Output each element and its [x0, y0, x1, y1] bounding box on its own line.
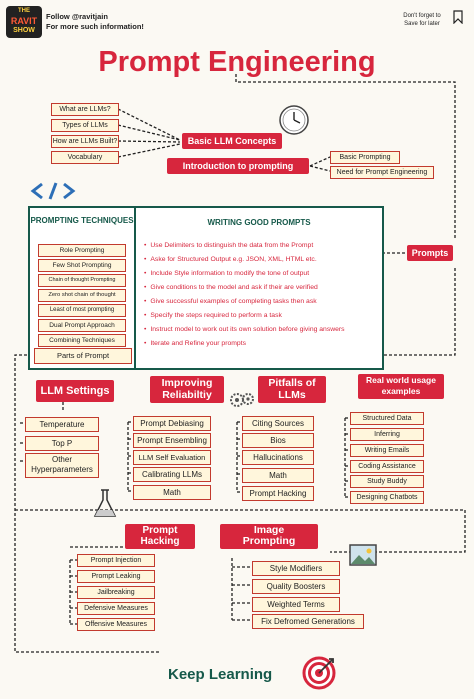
technique-item: Zero shot chain of thought	[38, 289, 126, 302]
writing-bullet: •Use Delimiters to distinguish the data …	[144, 242, 314, 249]
page-title: Prompt Engineering	[98, 46, 376, 78]
intro-item: Need for Prompt Engineering	[330, 166, 434, 179]
prompting-techniques-box: PROMPTING TECHNIQUES Role Prompting Few …	[28, 206, 384, 370]
clock-icon	[279, 105, 309, 135]
technique-item: Role Prompting	[38, 244, 126, 257]
llm-settings-item: Top P	[25, 436, 99, 451]
writing-bullet: •Instruct model to work out its own solu…	[144, 326, 345, 333]
reliability-item: Math	[133, 485, 211, 500]
save-line1: Don't forget to	[403, 13, 441, 19]
code-icon	[30, 182, 76, 200]
pitfalls-item: Hallucinations	[242, 450, 314, 465]
flask-icon	[93, 489, 117, 517]
logo-line2: RAVIT	[10, 16, 38, 26]
writing-bullet: •Iterate and Refine your prompts	[144, 340, 246, 347]
bookmark-icon[interactable]	[453, 10, 463, 24]
parts-of-prompt: Parts of Prompt	[34, 348, 132, 364]
pitfalls-item: Citing Sources	[242, 416, 314, 431]
writing-bullet: •Give successful examples of completing …	[144, 298, 317, 305]
reliability-item: Calibrating LLMs	[133, 467, 211, 482]
brand-logo: THE RAVIT SHOW	[6, 6, 42, 38]
writing-bullet: •Include Style information to modify the…	[144, 270, 310, 277]
real-world-item: Coding Assistance	[350, 460, 424, 473]
image-icon	[349, 544, 377, 566]
technique-item: Least of most prompting	[38, 304, 126, 317]
logo-line1: THE	[18, 8, 30, 14]
keep-learning: Keep Learning	[168, 666, 273, 683]
pitfalls-item: Prompt Hacking	[242, 486, 314, 501]
basic-llm-concepts: Basic LLM Concepts	[182, 133, 282, 149]
hacking-item: Prompt Injection	[77, 554, 155, 567]
llm-question-item: How are LLMs Built?	[51, 135, 119, 148]
logo-line3: SHOW	[13, 27, 35, 34]
writing-bullet: •Specify the steps required to perform a…	[144, 312, 282, 319]
image-prompting-item: Fix Defromed Generations	[252, 614, 364, 629]
reliability-item: Prompt Debiasing	[133, 416, 211, 431]
real-world-item: Writing Emails	[350, 444, 424, 457]
image-prompting-item: Style Modifiers	[252, 561, 340, 576]
technique-item: Dual Prompt Approach	[38, 319, 126, 332]
llm-settings-item: Temperature	[25, 417, 99, 432]
writing-bullet: •Give conditions to the model and ask if…	[144, 284, 318, 291]
techniques-heading: PROMPTING TECHNIQUES	[30, 216, 134, 225]
writing-bullet: •Aske for Structured Output e.g. JSON, X…	[144, 256, 317, 263]
save-line2: Save for later	[404, 21, 440, 27]
llm-question-item: Types of LLMs	[51, 119, 119, 132]
intro-item: Basic Prompting	[330, 151, 400, 164]
real-world-item: Structured Data	[350, 412, 424, 425]
hacking-item: Defensive Measures	[77, 602, 155, 615]
llm-question-item: What are LLMs?	[51, 103, 119, 116]
hacking-item: Offensive Measures	[77, 618, 155, 631]
target-icon	[302, 656, 336, 690]
real-world-item: Inferring	[350, 428, 424, 441]
save-note: Don't forget to Save for later	[392, 12, 452, 28]
hacking-item: Jailbreaking	[77, 586, 155, 599]
writing-heading: WRITING GOOD PROMPTS	[207, 218, 311, 227]
technique-item: Combining Techniques	[38, 334, 126, 347]
image-prompting-item: Quality Boosters	[252, 579, 340, 594]
technique-item: Chain of thought Prompting	[38, 274, 126, 287]
follow-note: Follow @ravitjain For more such informat…	[46, 12, 144, 32]
gears-icon	[230, 393, 254, 407]
intro-prompting: Introduction to prompting	[167, 158, 309, 174]
follow-line1: Follow @ravitjain	[46, 12, 108, 21]
real-world-item: Designing Chatbots	[350, 491, 424, 504]
follow-line2: For more such information!	[46, 22, 144, 31]
image-prompting-item: Weighted Terms	[252, 597, 340, 612]
llm-settings-title: LLM Settings	[36, 380, 114, 402]
llm-settings-item: Other Hyperparameters	[25, 453, 99, 478]
llm-question-item: Vocabulary	[51, 151, 119, 164]
pitfalls-item: Bios	[242, 433, 314, 448]
prompts-label: Prompts	[407, 245, 453, 261]
reliability-item: LLM Self Evaluation	[133, 450, 211, 465]
techniques-column: PROMPTING TECHNIQUES Role Prompting Few …	[30, 208, 136, 368]
real-world-item: Study Buddy	[350, 475, 424, 488]
technique-item: Few Shot Prompting	[38, 259, 126, 272]
reliability-item: Prompt Ensembling	[133, 433, 211, 448]
hacking-item: Prompt Leaking	[77, 570, 155, 583]
pitfalls-item: Math	[242, 468, 314, 483]
